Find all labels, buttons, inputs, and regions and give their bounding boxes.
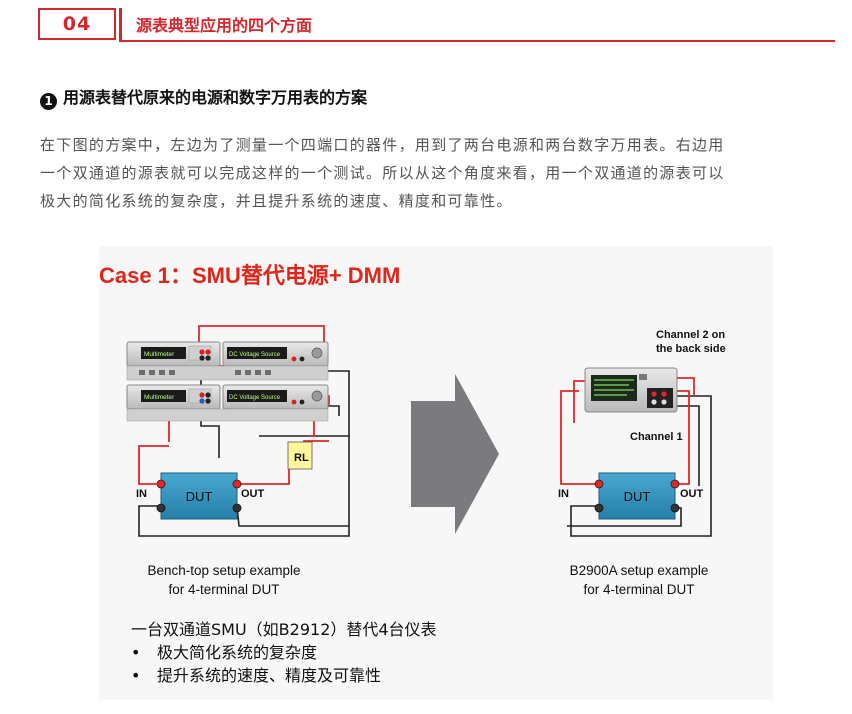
terminal-icon <box>670 479 680 489</box>
terminal-icon <box>670 503 680 513</box>
source-label: DC Voltage Source <box>229 395 281 401</box>
right-red-wires <box>560 377 695 485</box>
transform-arrow-icon <box>411 374 499 534</box>
source-label: DC Voltage Source <box>229 352 281 358</box>
multimeter-top: Multimeter <box>126 341 221 367</box>
b2900a-instrument <box>584 367 678 413</box>
right-caption: B2900A setup example for 4-terminal DUT <box>569 563 709 597</box>
summary-line: 一台双通道SMU（如B2912）替代4台仪表 <box>131 620 437 639</box>
multimeter-label: Multimeter <box>144 351 175 358</box>
in-label: IN <box>558 488 569 500</box>
subheading-text: 用源表替代原来的电源和数字万用表的方案 <box>63 88 368 107</box>
instrument-panel-strip-top <box>126 365 329 381</box>
dc-source-bottom: DC Voltage Source <box>222 384 329 410</box>
left-caption: Bench-top setup example for 4-terminal D… <box>147 563 301 597</box>
channel1-label: Channel 1 <box>630 431 683 443</box>
terminal-icon <box>232 479 242 489</box>
bullet-icon: • <box>131 666 141 686</box>
paragraph-line: 在下图的方案中，左边为了测量一个四端口的器件，用到了两台电源和两台数字万用表。右… <box>40 136 725 154</box>
terminal-icon <box>594 479 604 489</box>
out-label: OUT <box>241 488 265 500</box>
multimeter-bottom: Multimeter <box>126 384 221 410</box>
body-paragraph: 在下图的方案中，左边为了测量一个四端口的器件，用到了两台电源和两台数字万用表。右… <box>40 132 825 215</box>
dut-right: DUT IN OUT <box>558 472 704 520</box>
load-resistor: RL <box>287 441 313 470</box>
paragraph-line: 一个双通道的源表就可以完成这样的一个测试。所以从这个角度来看，用一个双通道的源表… <box>40 163 725 182</box>
section-underline <box>119 40 835 42</box>
paragraph-line: 极大的简化系统的复杂度，并且提升系统的速度、精度和可靠性。 <box>40 191 513 210</box>
out-label: OUT <box>680 488 704 500</box>
keypad-top <box>139 370 271 375</box>
terminal-icon <box>594 503 604 513</box>
in-label: IN <box>136 488 147 500</box>
summary-bullet: •极大简化系统的复杂度 <box>131 641 437 664</box>
terminal-icon <box>156 503 166 513</box>
summary-bullet: •提升系统的速度、精度及可靠性 <box>131 664 437 687</box>
dut-label: DUT <box>186 489 213 504</box>
figure-summary: 一台双通道SMU（如B2912）替代4台仪表 •极大简化系统的复杂度 •提升系统… <box>131 618 437 688</box>
section-title: 源表典型应用的四个方面 <box>136 16 313 35</box>
number-bullet-icon: 1 <box>40 93 57 110</box>
instrument-panel-strip-bottom <box>126 408 329 422</box>
dut-left: DUT IN OUT <box>136 472 265 520</box>
dut-label: DUT <box>624 489 651 504</box>
dc-source-top: DC Voltage Source <box>222 341 329 367</box>
multimeter-label: Multimeter <box>144 394 175 401</box>
setup-diagram: Multimeter DC Voltage Source Multimeter <box>126 325 726 537</box>
figure-title: Case 1：SMU替代电源+ DMM <box>99 263 401 288</box>
subheading: 1 用源表替代原来的电源和数字万用表的方案 <box>40 84 367 110</box>
case-figure: Case 1：SMU替代电源+ DMM <box>99 246 773 700</box>
channel2-label: the back side <box>656 343 726 355</box>
terminal-icon <box>232 503 242 513</box>
section-header: 04 源表典型应用的四个方面 <box>38 8 835 42</box>
bullet-icon: • <box>131 643 141 663</box>
channel2-label: Channel 2 on <box>656 329 725 341</box>
section-number: 04 <box>38 8 116 40</box>
section-divider <box>119 8 122 41</box>
rl-label: RL <box>294 452 309 464</box>
